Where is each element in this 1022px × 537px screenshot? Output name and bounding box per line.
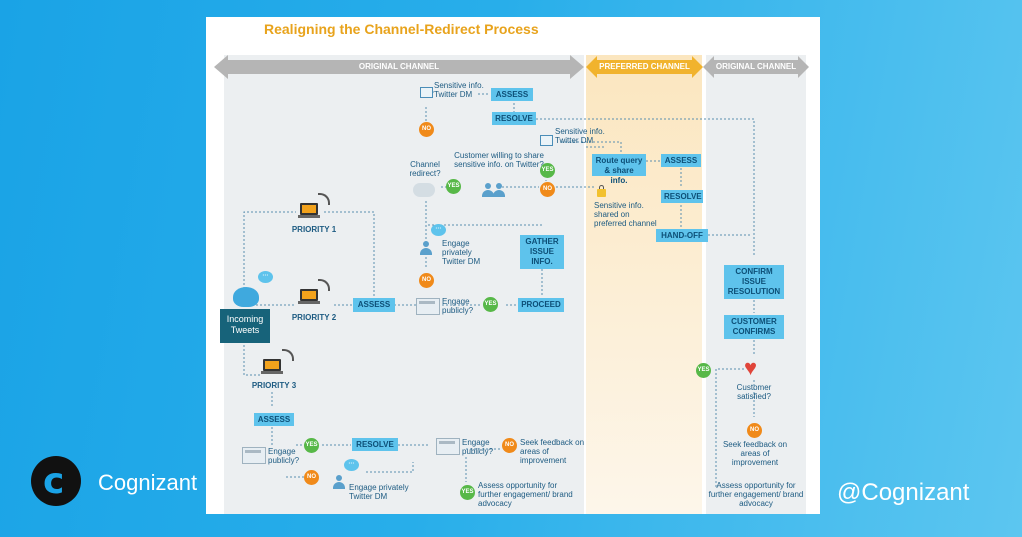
laptop-icon bbox=[298, 289, 320, 304]
band-label-original-left: ORIGINAL CHANNEL bbox=[358, 62, 440, 71]
engage-public-label: Engage publicly? bbox=[462, 438, 494, 456]
priority-2-label: PRIORITY 2 bbox=[291, 313, 337, 322]
engage-private-label: Engage privately Twitter DM bbox=[349, 483, 409, 501]
person-icon bbox=[420, 241, 432, 255]
assess-opportunity-label: Assess opportunity for further engagemen… bbox=[478, 481, 573, 508]
assess-opportunity-label: Assess opportunity for further engagemen… bbox=[708, 481, 804, 508]
yes-badge: YES bbox=[483, 297, 498, 312]
yes-badge: YES bbox=[460, 485, 475, 500]
engage-public-label: Engage publicly? bbox=[268, 447, 300, 465]
yes-badge: YES bbox=[446, 179, 461, 194]
resolve-box: RESOLVE bbox=[661, 190, 703, 203]
sensitive-dm-label: Sensitive info. Twitter DM bbox=[434, 81, 484, 99]
heart-icon: ♥ bbox=[744, 355, 758, 380]
sensitive-dm-label: Sensitive info. Twitter DM bbox=[555, 127, 605, 145]
speech-bubble-icon: ··· bbox=[431, 224, 446, 236]
lock-icon bbox=[597, 185, 606, 197]
customer-satisfied-label: Customer satisfied? bbox=[736, 383, 772, 401]
users-icon bbox=[493, 183, 505, 197]
resolve-box: RESOLVE bbox=[352, 438, 398, 451]
twitter-bird-icon bbox=[233, 287, 259, 307]
flow-lines bbox=[214, 55, 809, 487]
diagram-title: Realigning the Channel-Redirect Process bbox=[264, 21, 539, 37]
cloud-icon bbox=[413, 183, 435, 197]
logo-letter: c bbox=[43, 461, 65, 502]
customer-confirms-box: CUSTOMER CONFIRMS bbox=[724, 315, 784, 339]
band-label-preferred: PREFERRED CHANNEL bbox=[599, 62, 690, 71]
newspaper-icon bbox=[416, 298, 440, 315]
priority-1-label: PRIORITY 1 bbox=[291, 225, 337, 234]
band-label-original-right: ORIGINAL CHANNEL bbox=[715, 62, 797, 71]
no-badge: NO bbox=[502, 438, 517, 453]
cognizant-logo-icon bbox=[31, 456, 81, 506]
confirm-resolution-box: CONFIRM ISSUE RESOLUTION bbox=[724, 265, 784, 299]
no-badge: NO bbox=[540, 182, 555, 197]
handoff-box: HAND-OFF bbox=[656, 229, 708, 242]
message-icon bbox=[420, 87, 433, 98]
channel-redirect-label: Channel redirect? bbox=[409, 160, 441, 178]
assess-box: ASSESS bbox=[491, 88, 533, 101]
engage-public-label: Engage publicly? bbox=[442, 297, 474, 315]
gather-info-box: GATHER ISSUE INFO. bbox=[520, 235, 564, 269]
laptop-icon bbox=[298, 203, 320, 218]
yes-badge: YES bbox=[696, 363, 711, 378]
seek-feedback-label: Seek feedback on areas of improvement bbox=[520, 438, 585, 465]
users-icon bbox=[482, 183, 494, 197]
yes-badge: YES bbox=[304, 438, 319, 453]
assess-box: ASSESS bbox=[353, 298, 395, 312]
band-original-left bbox=[224, 55, 584, 514]
no-badge: NO bbox=[747, 423, 762, 438]
signal-icon bbox=[282, 349, 294, 361]
route-query-box: Route query & share info. bbox=[592, 154, 646, 185]
speech-bubble-icon: ··· bbox=[258, 271, 273, 283]
newspaper-icon bbox=[436, 438, 460, 455]
customer-willing-label: Customer willing to share sensitive info… bbox=[454, 151, 544, 169]
resolve-box: RESOLVE bbox=[492, 112, 536, 125]
laptop-icon bbox=[261, 359, 283, 374]
no-badge: NO bbox=[304, 470, 319, 485]
incoming-tweets-box: Incoming Tweets bbox=[220, 309, 270, 343]
person-icon bbox=[333, 475, 345, 489]
yes-badge: YES bbox=[540, 163, 555, 178]
signal-icon bbox=[318, 193, 330, 205]
sensitive-shared-label: Sensitive info. shared on preferred chan… bbox=[594, 201, 657, 228]
priority-3-label: PRIORITY 3 bbox=[251, 381, 297, 390]
newspaper-icon bbox=[242, 447, 266, 464]
engage-private-label: Engage privately Twitter DM bbox=[442, 239, 481, 266]
brand-handle: @Cognizant bbox=[837, 479, 970, 506]
no-badge: NO bbox=[419, 122, 434, 137]
no-badge: NO bbox=[419, 273, 434, 288]
seek-feedback-label: Seek feedback on areas of improvement bbox=[722, 440, 788, 467]
diagram-card: Realigning the Channel-Redirect Process … bbox=[206, 17, 820, 514]
band-preferred bbox=[586, 55, 702, 514]
message-icon bbox=[540, 135, 553, 146]
proceed-box: PROCEED bbox=[518, 298, 564, 312]
brand-name: Cognizant bbox=[98, 470, 198, 495]
assess-box: ASSESS bbox=[661, 154, 701, 167]
signal-icon bbox=[318, 279, 330, 291]
assess-box: ASSESS bbox=[254, 413, 294, 426]
speech-bubble-icon: ··· bbox=[344, 459, 359, 471]
